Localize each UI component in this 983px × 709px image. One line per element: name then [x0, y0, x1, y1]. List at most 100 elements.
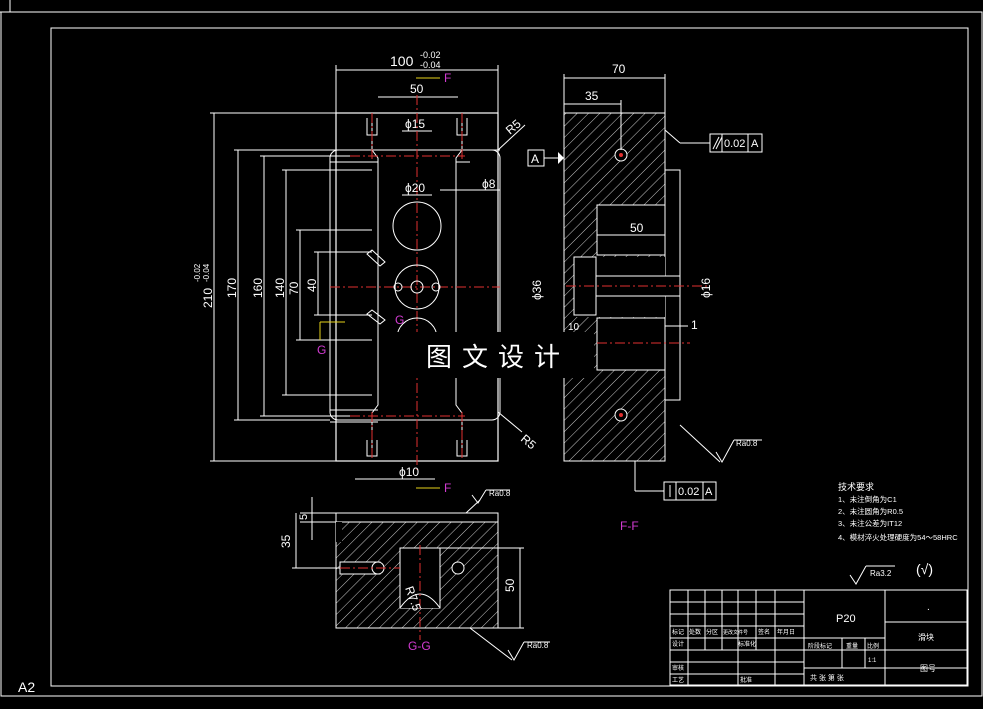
dim-phi15: ϕ15	[405, 117, 425, 131]
roughness-icon	[849, 565, 867, 585]
dim-160: 160	[251, 278, 265, 298]
hole-center-small	[410, 280, 424, 294]
section-g-left: G	[317, 343, 326, 357]
row-review: 审核	[672, 664, 684, 672]
drawing-no-label: 图号	[920, 664, 936, 673]
main-view: 100 -0.02 -0.04 F 50 ϕ15 ϕ20 ϕ8 R5 R5	[193, 50, 539, 495]
tol-bottom-datum: A	[705, 486, 713, 498]
side-roughness: Ra0.8	[736, 439, 758, 448]
datum-label: A	[531, 152, 539, 166]
row-process: 工艺	[672, 676, 684, 684]
dim-height-tol-upper: -0.02	[193, 263, 202, 282]
row-design: 设计	[672, 640, 684, 648]
dim-phi8: ϕ8	[482, 177, 496, 191]
roughness-others: (√)	[916, 561, 933, 577]
gg-dim-35: 35	[279, 534, 293, 548]
tech-note-item: 4、模材淬火处理硬度为54～58HRC	[838, 532, 958, 542]
section-ff-label: F-F	[620, 519, 639, 533]
sheet-size-label: A2	[18, 679, 35, 695]
side-dim-35: 35	[585, 89, 599, 103]
technical-requirements: 技术要求 1、未注倒角为C1 2、未注圆角为R0.5 3、未注公差为IT12 4…	[838, 481, 958, 542]
tol-frame-bottom	[663, 481, 717, 501]
general-surface-finish: Ra3.2 (√)	[849, 561, 933, 585]
header-cell: 签名	[758, 628, 770, 636]
dim-height-tol-lower: -0.04	[202, 263, 211, 282]
dim-height: 210	[201, 288, 215, 308]
section-f-bottom: F	[444, 481, 451, 495]
title-block-text: P20 . 滑块 图号 1:1 标记 处数 分区 更改文件号 签名 年月日 设计…	[672, 602, 936, 684]
side-hole-top-center	[619, 153, 623, 157]
side-dim-70: 70	[612, 62, 626, 76]
outer-sheet-border	[0, 11, 983, 697]
gg-dim-50: 50	[503, 578, 517, 592]
gg-roughness-top: Ra0.8	[489, 489, 511, 498]
side-slot-lower	[596, 317, 666, 371]
header-cell: 标记	[672, 628, 684, 636]
side-slot-upper	[596, 204, 666, 256]
side-dim-10: 10	[568, 322, 580, 333]
tech-note-item: 3、未注公差为IT12	[838, 518, 902, 528]
tech-note-item: 1、未注倒角为C1	[838, 494, 897, 504]
tol-bottom-value: 0.02	[678, 486, 699, 498]
leader-r5-bottom	[497, 411, 523, 433]
roughness-leader	[469, 627, 513, 661]
dim-40: 40	[305, 278, 319, 292]
side-dim-phi16: ϕ16	[699, 278, 713, 298]
parallelism-icon	[712, 136, 720, 150]
angled-holes	[366, 249, 386, 325]
hole-center	[394, 264, 440, 310]
stage-label: 比例	[867, 642, 879, 650]
row-standard: 标准化	[738, 640, 756, 648]
watermark-label: 图文设计	[392, 332, 594, 378]
dim-phi10: ϕ10	[399, 465, 419, 479]
sheet-info: 共 张 第 张	[810, 673, 844, 682]
side-hole-bottom-center	[619, 413, 623, 417]
gg-corner	[336, 522, 342, 542]
gg-top-flange	[335, 512, 499, 523]
dim-r5-bottom: R5	[518, 432, 539, 453]
side-dim-50: 50	[630, 221, 644, 235]
tol-top-datum: A	[751, 138, 759, 150]
tol-top-value: 0.02	[724, 138, 745, 150]
gg-roughness-bottom: Ra0.8	[527, 641, 549, 650]
section-gg-view: R7.5 5 35 50 Ra0.8 Ra0.8 G-G	[279, 489, 550, 661]
dim-r5-top: R5	[503, 117, 524, 138]
section-g-right: G	[395, 313, 404, 327]
tech-note-item: 2、未注圆角为R0.5	[838, 506, 903, 516]
dim-width-main: 100	[390, 53, 414, 69]
dim-phi20: ϕ20	[405, 181, 425, 195]
gg-hole	[451, 561, 465, 575]
dim-140: 140	[273, 278, 287, 298]
part-name: 滑块	[918, 632, 934, 642]
hole-phi20	[392, 201, 442, 251]
tech-notes-title: 技术要求	[838, 481, 874, 492]
header-cell: 处数	[689, 628, 701, 636]
row-approve: 批准	[740, 676, 752, 684]
scale: 1:1	[868, 658, 877, 664]
side-dim-1: 1	[691, 318, 698, 332]
inner-frame-border	[50, 27, 969, 687]
hole-left	[393, 282, 403, 292]
header-cell: 年月日	[777, 628, 795, 636]
stage-label: 阶段标记	[808, 642, 832, 650]
leader-r5-top	[497, 124, 526, 151]
gg-dim-5: 5	[298, 514, 310, 520]
roughness-leader	[465, 499, 481, 514]
material: P20	[836, 613, 856, 625]
section-f-top: F	[444, 71, 451, 85]
roughness-icon	[507, 641, 525, 661]
dim-170: 170	[225, 278, 239, 298]
parallelism-icon	[715, 136, 723, 150]
side-view: 70 35 50 ϕ36 ϕ16 1 10 A 0.02 A 0.02 A	[527, 62, 763, 533]
roughness-icon	[471, 489, 487, 504]
stage-label: 重量	[846, 642, 858, 650]
general-roughness: Ra3.2	[870, 569, 892, 578]
roughness-icon	[715, 439, 735, 464]
center-lines	[330, 95, 500, 470]
roughness-leader	[679, 424, 721, 463]
main-inner-rounded	[329, 149, 501, 421]
header-cell: 分区	[706, 628, 718, 636]
dim-70: 70	[287, 281, 301, 295]
side-dim-phi36: ϕ36	[530, 280, 544, 300]
